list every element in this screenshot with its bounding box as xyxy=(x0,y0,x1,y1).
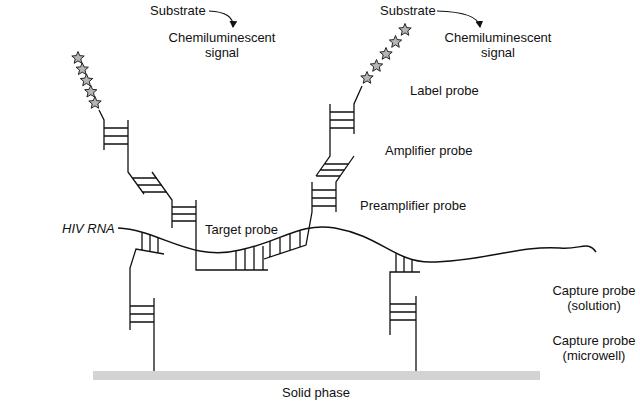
chemiluminescent-label-star xyxy=(80,74,92,86)
chemiluminescent-label-star xyxy=(389,36,401,48)
substrate-label: Substrate xyxy=(380,3,436,18)
capture-probe-microwell xyxy=(390,296,416,371)
probe-label: Capture probe (solution) xyxy=(551,283,637,313)
label-probe xyxy=(330,86,362,134)
chemiluminescent-label-star xyxy=(361,72,373,84)
hiv-rna-strand xyxy=(118,227,596,262)
label-probe xyxy=(99,110,128,150)
capture-probe-solution xyxy=(130,233,164,330)
chemiluminescent-label-star xyxy=(370,60,382,72)
chemiluminescent-label-star xyxy=(76,63,88,75)
chemiluminescent-label-star xyxy=(380,48,392,60)
chemiluminescent-label-star xyxy=(72,52,84,64)
capture-probe-microwell xyxy=(130,298,154,371)
amplifier-probe xyxy=(316,104,349,176)
probe-label: Amplifier probe xyxy=(385,143,472,158)
signal-label: Chemiluminescent signal xyxy=(164,30,280,60)
rna-label: HIV RNA xyxy=(62,221,115,236)
probe-label: Preamplifier probe xyxy=(360,198,466,213)
target-probe xyxy=(264,182,312,259)
reaction-arrow xyxy=(437,11,480,27)
solid-phase-band xyxy=(93,371,540,380)
chemiluminescent-label-star xyxy=(399,24,411,36)
reaction-arrow xyxy=(209,11,233,27)
chemiluminescent-label-star xyxy=(89,97,101,109)
probe-label: Capture probe (microwell) xyxy=(551,333,637,363)
amplifier-probe xyxy=(128,120,166,194)
preamplifier-probe xyxy=(152,172,196,228)
probe-label: Target probe xyxy=(205,222,278,237)
signal-label: Chemiluminescent signal xyxy=(440,30,556,60)
chemiluminescent-label-star xyxy=(85,85,97,97)
solid-phase-label: Solid phase xyxy=(282,385,350,400)
probe-label: Label probe xyxy=(410,83,479,98)
substrate-label: Substrate xyxy=(150,3,206,18)
